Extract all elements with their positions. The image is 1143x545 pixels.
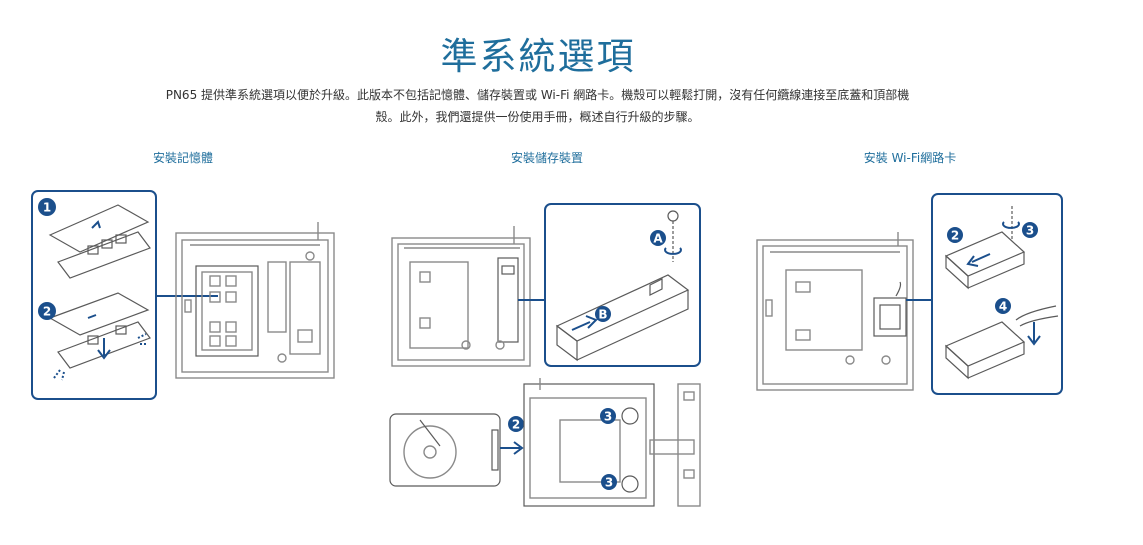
- wifi-step-3-badge: [1022, 222, 1038, 238]
- section-label-memory[interactable]: 安裝記憶體: [152, 151, 213, 165]
- section-label-storage[interactable]: 安裝儲存裝置: [510, 151, 583, 165]
- storage-illustration: B A 2 3 3: [389, 203, 701, 507]
- memory-chassis: [175, 232, 335, 379]
- intro-text: PN65 提供準系統選項以便於升級。此版本不包括記憶體、儲存裝置或 Wi-Fi …: [120, 84, 955, 128]
- storage-step-a-text: A: [653, 232, 663, 246]
- hdd-step-2-text: 2: [512, 418, 520, 432]
- storage-step-b-badge: [595, 306, 611, 322]
- hdd-step-3a-badge: [600, 408, 616, 424]
- storage-chassis: [391, 237, 531, 367]
- memory-callout-box: [31, 190, 157, 400]
- intro-line-1: PN65 提供準系統選項以便於升級。此版本不包括記憶體、儲存裝置或 Wi-Fi …: [165, 88, 910, 102]
- wifi-step-3-text: 3: [1026, 224, 1034, 238]
- hdd-step-3b-badge: [601, 474, 617, 490]
- wifi-callout-box: [931, 193, 1063, 395]
- hdd-step-3b-text: 3: [605, 476, 613, 490]
- intro-line-2: 殼。此外，我們還提供一份使用手冊，概述自行升級的步驟。: [375, 110, 700, 124]
- page-title: 準系統選項: [440, 35, 636, 78]
- memory-illustration: 1 2: [31, 190, 335, 400]
- hdd-step-3a-text: 3: [604, 410, 612, 424]
- memory-step-1-text: 1: [43, 201, 51, 215]
- wifi-step-4-text: 4: [999, 300, 1007, 314]
- wifi-chassis: [756, 239, 914, 391]
- storage-step-a-badge: [650, 230, 666, 246]
- memory-step-2-badge: [38, 302, 56, 320]
- hdd-bay: [523, 383, 655, 507]
- wifi-step-2-text: 2: [951, 229, 959, 243]
- wifi-illustration: 2 3 4: [756, 193, 1063, 395]
- wifi-step-4-badge: [995, 298, 1011, 314]
- wifi-step-2-badge: [947, 227, 963, 243]
- section-label-wifi[interactable]: 安裝 Wi-Fi網路卡: [863, 151, 957, 165]
- storage-callout-box: [544, 203, 701, 367]
- storage-step-b-text: B: [598, 308, 607, 322]
- memory-step-2-text: 2: [43, 305, 51, 319]
- hdd-drive: [389, 413, 501, 487]
- hdd-step-2-badge: [508, 416, 524, 432]
- memory-step-1-badge: [38, 198, 56, 216]
